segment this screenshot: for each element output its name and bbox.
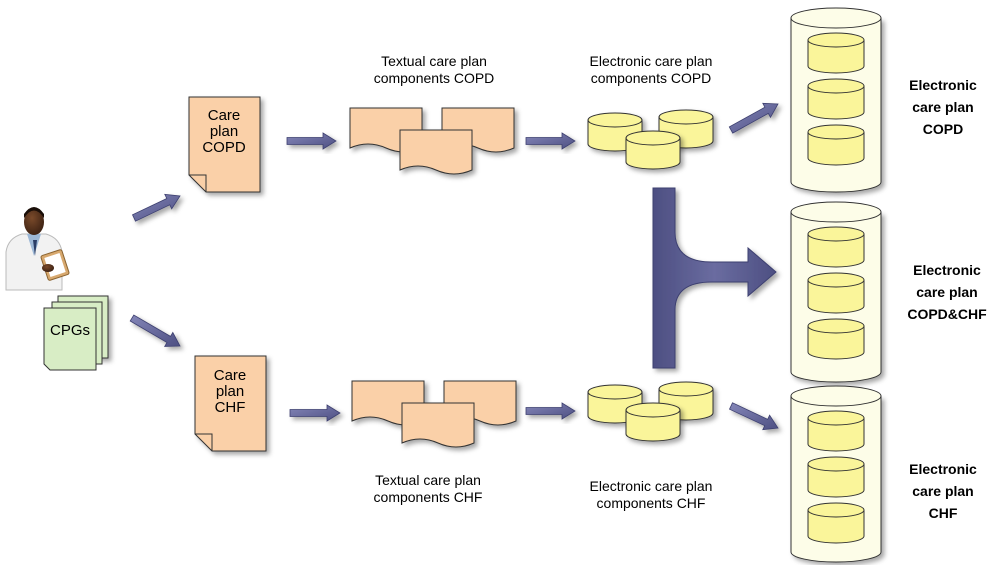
output-copd-chf-line-2: care plan xyxy=(916,284,978,300)
care-plan-chf-line-2: plan xyxy=(215,383,245,400)
cpgs-document-stack xyxy=(43,295,109,371)
output-copd-label: Electronic care plan COPD xyxy=(888,74,998,140)
arrow-chf-plan-to-textual xyxy=(289,404,341,422)
textual-chf-line-2: components CHF xyxy=(373,489,483,505)
arrow-copd-textual-to-electronic xyxy=(525,132,576,150)
arrow-cpgs-to-chf-plan xyxy=(129,314,181,347)
output-chf-line-3: CHF xyxy=(928,505,958,521)
textual-components-chf-label: Textual care plan components CHF xyxy=(346,472,510,506)
textual-components-copd-label: Textual care plan components COPD xyxy=(352,53,516,87)
output-chf-label: Electronic care plan CHF xyxy=(888,458,998,524)
arrow-chf-textual-to-electronic xyxy=(525,402,576,420)
output-container-copd xyxy=(790,7,882,193)
electronic-chf-line-1: Electronic care plan xyxy=(589,478,713,494)
merge-arrow xyxy=(652,187,777,369)
arrow-copd-electronic-to-output xyxy=(728,102,779,134)
arrow-chf-electronic-to-output xyxy=(728,402,779,431)
output-container-chf xyxy=(790,385,882,563)
textual-chf-line-1: Textual care plan xyxy=(375,472,481,488)
electronic-components-copd xyxy=(587,109,714,170)
electronic-components-copd-label: Electronic care plan components COPD xyxy=(566,53,736,87)
electronic-components-chf-label: Electronic care plan components CHF xyxy=(566,478,736,512)
textual-copd-line-1: Textual care plan xyxy=(381,53,487,69)
care-plan-copd-label: Care plan COPD xyxy=(192,108,256,156)
care-plan-copd-document xyxy=(188,96,261,193)
textual-copd-line-2: components COPD xyxy=(373,70,495,86)
electronic-copd-line-1: Electronic care plan xyxy=(589,53,713,69)
arrow-doctor-to-copd-plan xyxy=(131,193,181,222)
care-plan-copd-line-3: COPD xyxy=(202,139,246,156)
care-plan-chf-line-3: CHF xyxy=(214,399,246,416)
textual-components-chf xyxy=(351,380,517,448)
textual-components-copd xyxy=(349,107,515,175)
care-plan-chf-document xyxy=(194,355,267,452)
output-copd-chf-line-3: COPD&CHF xyxy=(907,306,987,322)
care-plan-copd-line-2: plan xyxy=(209,123,239,140)
care-plan-chf-label: Care plan CHF xyxy=(198,368,262,416)
arrow-copd-plan-to-textual xyxy=(286,132,337,150)
cpgs-label: CPGs xyxy=(49,322,90,339)
output-copd-chf-line-1: Electronic xyxy=(913,262,981,278)
output-chf-line-1: Electronic xyxy=(909,461,977,477)
doctor-figure xyxy=(5,207,70,291)
output-copd-line-2: care plan xyxy=(912,99,974,115)
electronic-components-chf xyxy=(587,381,714,442)
care-plan-copd-line-1: Care xyxy=(207,107,241,124)
output-copd-line-1: Electronic xyxy=(909,77,977,93)
output-container-copd-chf xyxy=(790,201,882,383)
electronic-copd-line-2: components COPD xyxy=(590,70,712,86)
output-copd-line-3: COPD xyxy=(922,121,964,137)
care-plan-chf-line-1: Care xyxy=(213,367,247,384)
electronic-chf-line-2: components CHF xyxy=(596,495,706,511)
output-chf-line-2: care plan xyxy=(912,483,974,499)
output-copd-chf-label: Electronic care plan COPD&CHF xyxy=(892,259,1002,325)
